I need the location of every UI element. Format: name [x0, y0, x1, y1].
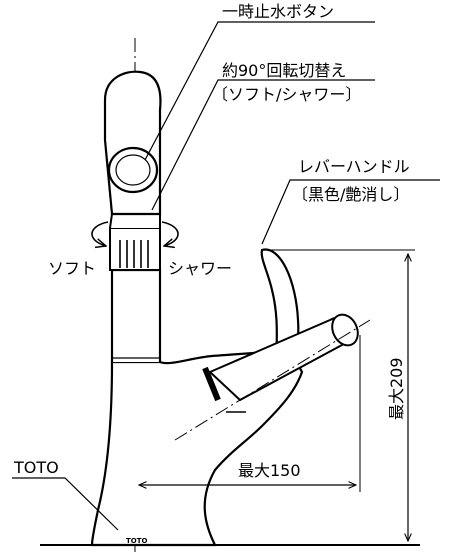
switch-label-line1: 約90°回転切替え [222, 61, 346, 80]
lever-axis-line [174, 319, 371, 441]
rotation-arrow-right [161, 221, 179, 246]
brand-leader [12, 477, 119, 531]
stop-button-label: 一時止水ボタン [222, 2, 334, 21]
stop-button-leader [144, 21, 375, 161]
brand-label: TOTO [13, 458, 59, 477]
lever-label-line2: 〔黒色/艶消し〕 [292, 185, 409, 204]
soft-label: ソフト [48, 259, 96, 278]
spray-nozzle [109, 227, 161, 271]
rotation-arrow-left [91, 221, 109, 246]
faucet-neck [110, 268, 162, 362]
width-dimension-label: 最大150 [238, 461, 301, 480]
switch-label-line2: 〔ソフト/シャワー〕 [212, 85, 361, 104]
lever-label-line1: レバーハンドル [298, 157, 410, 176]
height-dimension-label: 最大209 [387, 357, 406, 420]
brand-mark: TOTO [126, 537, 148, 545]
lever-leader [261, 179, 440, 245]
shower-label: シャワー [168, 259, 232, 278]
switch-leader [151, 79, 375, 211]
faucet-body [90, 348, 304, 547]
